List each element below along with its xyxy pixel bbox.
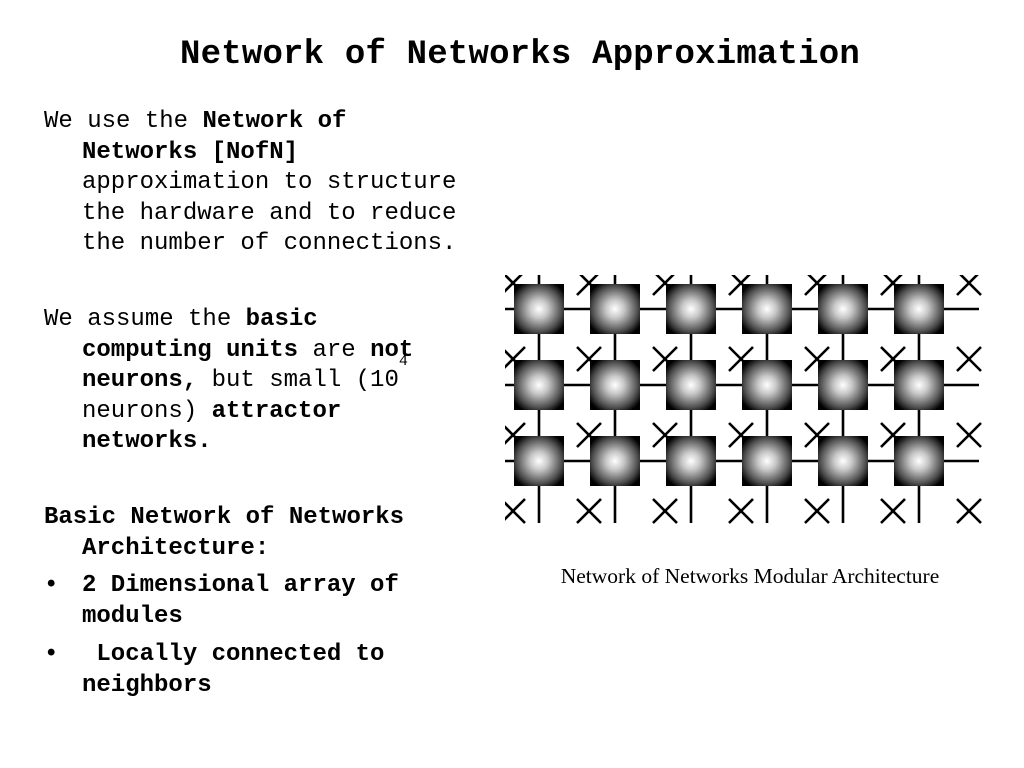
bullet-marker: • bbox=[44, 572, 59, 599]
bold-text: Network of bbox=[202, 108, 347, 135]
text: We use the bbox=[44, 108, 203, 135]
diagonal-link bbox=[956, 275, 979, 296]
module-node bbox=[742, 436, 792, 486]
text: We assume the bbox=[44, 306, 246, 333]
diagonal-link bbox=[505, 498, 526, 521]
paragraph-nofn: We use the Network of Networks [NofN] ap… bbox=[44, 107, 544, 260]
diagonal-link bbox=[880, 498, 906, 524]
diagonal-link bbox=[652, 346, 678, 372]
module-node bbox=[894, 360, 944, 410]
diagonal-link bbox=[804, 275, 827, 296]
module-node bbox=[590, 360, 640, 410]
module-node bbox=[894, 284, 944, 334]
text: neurons) bbox=[82, 397, 212, 425]
bold-text: neurons, bbox=[82, 367, 198, 394]
module-node bbox=[818, 284, 868, 334]
module-node bbox=[818, 436, 868, 486]
diagonal-link bbox=[576, 422, 602, 448]
module-node bbox=[894, 436, 944, 486]
bold-text: not bbox=[370, 336, 414, 364]
diagonal-link bbox=[728, 422, 754, 448]
diagonal-link bbox=[505, 346, 526, 369]
diagonal-link bbox=[652, 498, 678, 524]
diagonal-link bbox=[880, 275, 903, 296]
bold-text: Networks [NofN] bbox=[82, 138, 299, 166]
text: Architecture: bbox=[82, 534, 270, 562]
diagonal-link bbox=[728, 275, 751, 296]
bullet-item: • 2 Dimensional array of modules bbox=[44, 571, 399, 632]
module-node bbox=[742, 284, 792, 334]
diagonal-link bbox=[576, 498, 602, 524]
architecture-heading: Basic Network of Networks Architecture: bbox=[44, 503, 544, 564]
diagonal-link bbox=[956, 422, 982, 448]
module-node bbox=[666, 360, 716, 410]
diagonal-link bbox=[804, 346, 830, 372]
bold-text: networks. bbox=[82, 428, 212, 455]
text: but small (10 bbox=[197, 367, 399, 394]
bullet-text: Locally connected to bbox=[82, 641, 385, 668]
text: Basic Network of Networks bbox=[44, 504, 405, 531]
diagonal-link bbox=[728, 346, 754, 372]
diagonal-link bbox=[728, 498, 754, 524]
module-node bbox=[742, 360, 792, 410]
diagonal-link bbox=[804, 422, 830, 448]
paragraph-units: We assume the basic computing units are … bbox=[44, 305, 544, 458]
module-node bbox=[666, 284, 716, 334]
diagonal-link bbox=[576, 346, 602, 372]
bullet-text: modules bbox=[82, 602, 183, 630]
text: the number of connections. bbox=[82, 230, 457, 257]
diagonal-link bbox=[956, 498, 982, 524]
diagonal-link bbox=[652, 275, 675, 296]
bullet-text: neighbors bbox=[82, 671, 212, 699]
bold-text: basic bbox=[245, 306, 318, 333]
module-node bbox=[590, 284, 640, 334]
diagonal-link bbox=[576, 275, 599, 296]
diagonal-link bbox=[505, 422, 526, 445]
text: the hardware and to reduce bbox=[82, 199, 457, 227]
module-node bbox=[818, 360, 868, 410]
diagonal-link bbox=[880, 346, 906, 372]
text: approximation to structure bbox=[82, 169, 457, 196]
module-node bbox=[514, 360, 564, 410]
diagonal-link bbox=[505, 275, 523, 293]
superscript: 4 bbox=[398, 353, 408, 370]
bold-text: attractor bbox=[211, 397, 342, 425]
module-node bbox=[666, 436, 716, 486]
diagonal-link bbox=[652, 422, 678, 448]
network-diagram bbox=[505, 275, 982, 524]
bullet-marker: • bbox=[44, 641, 59, 668]
module-node bbox=[590, 436, 640, 486]
diagonal-link bbox=[956, 346, 982, 372]
bold-text: computing units bbox=[82, 336, 299, 364]
module-node bbox=[514, 436, 564, 486]
text: are bbox=[298, 336, 371, 364]
diagonal-link bbox=[804, 498, 830, 524]
slide-title: Network of Networks Approximation bbox=[180, 36, 860, 74]
bullet-text: 2 Dimensional array of bbox=[82, 572, 399, 599]
module-node bbox=[514, 284, 564, 334]
figure-caption: Network of Networks Modular Architecture bbox=[560, 564, 940, 588]
bullet-item: • Locally connected to neighbors bbox=[44, 640, 384, 701]
diagonal-link bbox=[880, 422, 906, 448]
